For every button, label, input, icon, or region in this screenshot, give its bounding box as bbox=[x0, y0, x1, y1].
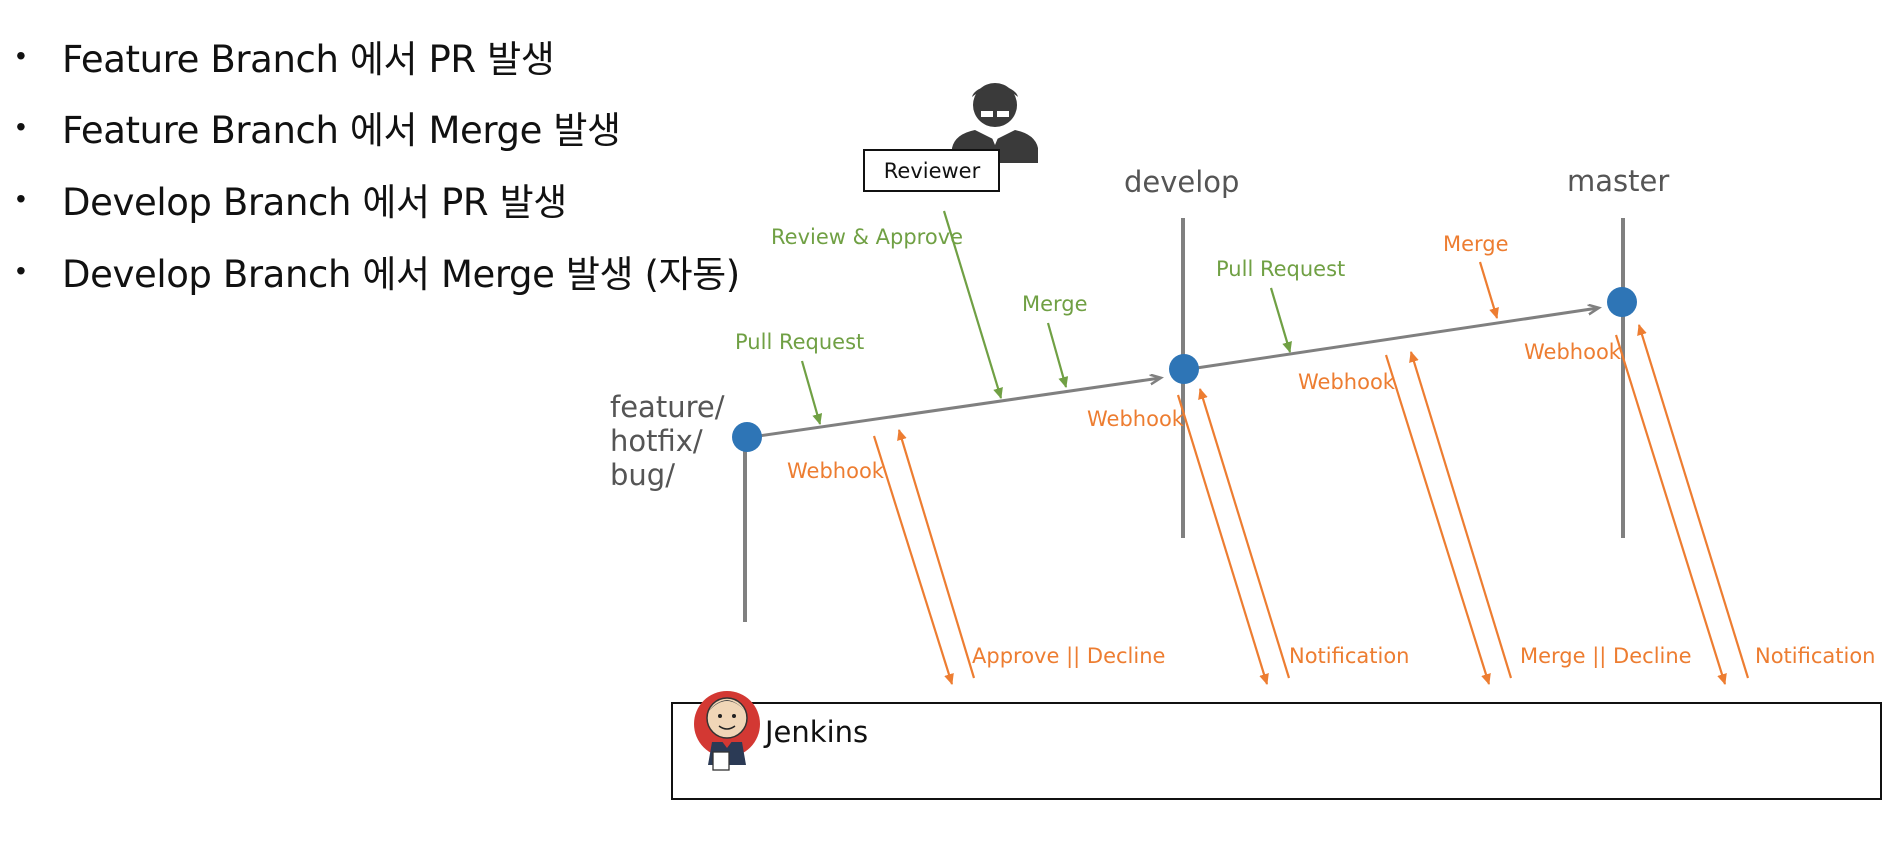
merge-master-arrow bbox=[1478, 261, 1499, 319]
jenkins-box bbox=[671, 702, 1882, 800]
bullet-dot: • bbox=[16, 40, 26, 71]
label-approve-decline: Approve || Decline bbox=[972, 644, 1165, 669]
label-pull-request-develop: Pull Request bbox=[1216, 257, 1345, 281]
label-notification-1: Notification bbox=[1289, 644, 1410, 668]
label-merge-green: Merge bbox=[1022, 292, 1088, 316]
webhook-arrow-develop-up bbox=[1198, 388, 1291, 679]
branch-label-develop: develop bbox=[1124, 165, 1239, 199]
reviewer-label-box bbox=[863, 149, 1000, 192]
pull-request-feature-arrow bbox=[800, 360, 823, 425]
branch-label-hotfix: hotfix/ bbox=[610, 424, 703, 458]
webhook-arrow-merge-down bbox=[1384, 354, 1491, 685]
bullet-item: • Develop Branch 에서 Merge 발생 (자동) bbox=[14, 245, 740, 297]
bullet-item: • Feature Branch 에서 Merge 발생 bbox=[14, 101, 621, 153]
bullet-item: • Develop Branch 에서 PR 발생 bbox=[14, 173, 567, 225]
feature-node bbox=[732, 422, 762, 452]
jenkins-label: Jenkins bbox=[763, 715, 868, 749]
branch-label-bug: bug/ bbox=[610, 458, 675, 492]
reviewer-label: Reviewer bbox=[884, 159, 981, 183]
bullet-text: Feature Branch 에서 Merge 발생 bbox=[62, 109, 621, 152]
label-webhook-master: Webhook bbox=[1524, 340, 1622, 364]
label-webhook-develop-right: Webhook bbox=[1298, 370, 1396, 394]
bullet-dot: • bbox=[16, 183, 26, 214]
label-notification-2: Notification bbox=[1755, 644, 1876, 668]
branch-label-master: master bbox=[1567, 164, 1669, 198]
label-webhook-develop-left: Webhook bbox=[1087, 407, 1185, 431]
bullet-dot: • bbox=[16, 111, 26, 142]
bullet-text: Develop Branch 에서 PR 발생 bbox=[62, 181, 567, 224]
label-pull-request-feature: Pull Request bbox=[735, 330, 864, 354]
jenkins-icon bbox=[694, 691, 760, 771]
bullet-dot: • bbox=[16, 255, 26, 286]
develop-node bbox=[1169, 354, 1199, 384]
webhook-arrow-feature-down bbox=[872, 435, 954, 685]
merge-green-arrow bbox=[1046, 322, 1069, 388]
label-merge-master: Merge bbox=[1443, 232, 1509, 256]
master-node bbox=[1607, 287, 1637, 317]
webhook-arrow-master-up bbox=[1637, 324, 1750, 679]
review-approve-arrow bbox=[942, 210, 1003, 399]
bullet-text: Feature Branch 에서 PR 발생 bbox=[62, 38, 555, 81]
bullet-list: • Feature Branch 에서 PR 발생 • Feature Bran… bbox=[14, 0, 740, 340]
branch-label-feature: feature/ bbox=[610, 390, 725, 424]
label-review-approve: Review & Approve bbox=[771, 225, 963, 249]
label-webhook-feature: Webhook bbox=[787, 459, 885, 483]
bullet-text: Develop Branch 에서 Merge 발생 (자동) bbox=[62, 253, 740, 296]
feature-to-develop-arrow bbox=[744, 378, 1160, 440]
label-merge-decline: Merge || Decline bbox=[1520, 644, 1692, 669]
bullet-item: • Feature Branch 에서 PR 발생 bbox=[14, 30, 555, 82]
webhook-arrow-feature-up bbox=[897, 429, 976, 679]
webhook-arrow-develop-down bbox=[1176, 394, 1269, 685]
develop-to-master-arrow bbox=[1182, 308, 1598, 372]
pull-request-develop-arrow bbox=[1269, 287, 1292, 353]
webhook-arrow-merge-up bbox=[1409, 351, 1513, 679]
webhook-arrow-master-down bbox=[1614, 334, 1727, 685]
